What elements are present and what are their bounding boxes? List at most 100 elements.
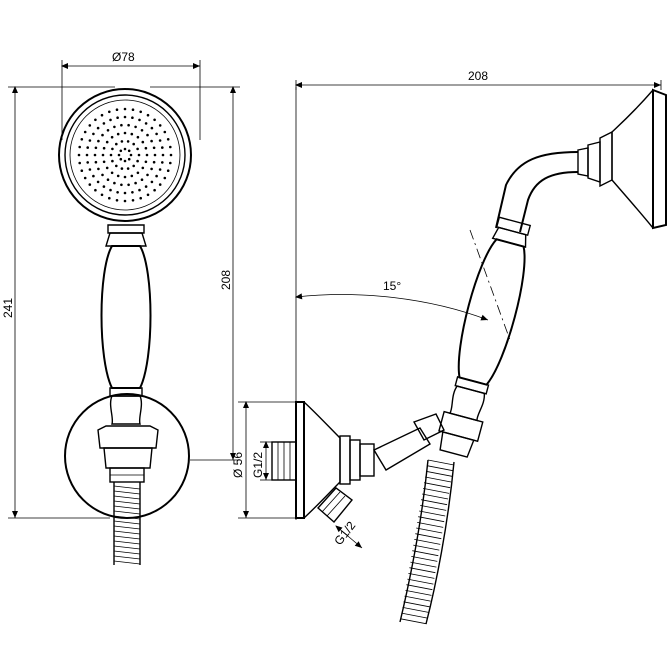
nozzle-dot bbox=[163, 130, 167, 134]
hose-rings bbox=[113, 485, 141, 565]
nozzle-dot bbox=[169, 145, 172, 149]
nozzle-dot bbox=[92, 132, 95, 136]
nozzle-dot bbox=[113, 181, 116, 185]
hose-ring bbox=[425, 470, 453, 477]
dim-outlet-thread: G1/2 bbox=[331, 518, 363, 549]
nozzle-dot bbox=[108, 196, 111, 200]
nozzle-dot bbox=[150, 180, 154, 184]
hose-ring bbox=[402, 607, 429, 613]
nozzle-dot bbox=[78, 145, 81, 149]
nozzle-dot bbox=[123, 147, 127, 151]
outlet-thread-label: G1/2 bbox=[331, 518, 358, 547]
nozzle-dot bbox=[108, 110, 111, 114]
nozzle-dot bbox=[102, 122, 106, 125]
nozzle-dot bbox=[105, 140, 109, 144]
nozzle-dot bbox=[115, 108, 119, 111]
nozzle-dot bbox=[80, 138, 84, 141]
nozzle-dot bbox=[88, 139, 92, 142]
handle-height-label: 208 bbox=[219, 270, 233, 290]
nozzle-dot bbox=[96, 126, 100, 130]
hose-ring bbox=[422, 493, 449, 500]
hose-ring bbox=[113, 515, 141, 520]
nozzle-dot bbox=[97, 167, 100, 171]
nozzle-dot bbox=[102, 146, 106, 150]
nozzle-dot bbox=[161, 146, 164, 149]
nozzle-dot bbox=[134, 181, 137, 185]
nozzle-dot bbox=[123, 115, 127, 119]
nozzle-dot bbox=[92, 174, 95, 178]
nozzle-dot bbox=[129, 153, 133, 157]
dim-overall-depth: 208 bbox=[295, 69, 662, 90]
hose-ring bbox=[403, 601, 430, 608]
hose-ring bbox=[113, 505, 141, 510]
nozzle-dot bbox=[139, 196, 142, 200]
hose-ring bbox=[113, 540, 141, 545]
nozzle-dot bbox=[141, 140, 145, 144]
nozzle-dot bbox=[120, 123, 123, 127]
nozzle-dot bbox=[97, 139, 100, 143]
spray-nozzles bbox=[77, 107, 173, 203]
hose-ring bbox=[412, 550, 439, 557]
inlet-thread-label: G1/2 bbox=[251, 452, 265, 478]
nozzle-dot bbox=[126, 140, 130, 143]
nozzle-dot bbox=[136, 171, 140, 175]
nozzle-dot bbox=[116, 116, 119, 119]
nozzle-dot bbox=[169, 161, 172, 165]
nozzle-dot bbox=[146, 173, 149, 177]
nozzle-dot bbox=[106, 129, 110, 132]
nozzle-dot bbox=[127, 157, 131, 161]
nozzle-dot bbox=[136, 147, 139, 151]
hose-ring bbox=[113, 500, 141, 505]
nozzle-dot bbox=[144, 160, 148, 164]
handle-front bbox=[100, 224, 152, 425]
nozzle-dot bbox=[152, 160, 156, 164]
nozzle-dot bbox=[155, 132, 158, 136]
nozzle-dot bbox=[136, 159, 139, 163]
hose-ring bbox=[421, 499, 448, 506]
hose-ring bbox=[113, 530, 141, 535]
hose-ring bbox=[408, 573, 435, 579]
nozzle-dot bbox=[131, 108, 135, 111]
hose-ring bbox=[113, 560, 141, 565]
nozzle-dot bbox=[155, 174, 158, 178]
dim-base-diameter: Ø 56 bbox=[231, 401, 296, 519]
nozzle-dot bbox=[123, 191, 127, 195]
nozzle-dot bbox=[77, 153, 81, 157]
nozzle-dot bbox=[94, 188, 97, 192]
hose-ring bbox=[416, 527, 443, 534]
nozzle-dot bbox=[131, 191, 134, 194]
nozzle-dot bbox=[123, 175, 127, 179]
nozzle-dot bbox=[139, 110, 142, 114]
nozzle-dot bbox=[161, 153, 165, 157]
nozzle-dot bbox=[131, 199, 135, 202]
hose-ring bbox=[113, 545, 141, 550]
nozzle-dot bbox=[150, 139, 153, 143]
nozzle-dot bbox=[94, 160, 98, 164]
nozzle-dot bbox=[130, 132, 134, 136]
nozzle-dot bbox=[158, 139, 162, 142]
dim-head-diameter: Ø78 bbox=[61, 50, 201, 140]
hose-ring bbox=[404, 595, 431, 602]
hose-ring bbox=[414, 539, 441, 545]
hose-ring bbox=[418, 516, 445, 523]
nozzle-dot bbox=[96, 180, 100, 184]
nozzle-dot bbox=[102, 160, 106, 164]
nozzle-dot bbox=[127, 149, 131, 153]
nozzle-dot bbox=[123, 199, 127, 203]
hose-ring bbox=[423, 488, 450, 494]
hose-ring bbox=[419, 510, 446, 517]
nozzle-dot bbox=[116, 132, 120, 136]
nozzle-dot bbox=[115, 164, 118, 168]
nozzle-dot bbox=[144, 185, 148, 188]
hose-ring bbox=[405, 590, 432, 596]
nozzle-dot bbox=[134, 125, 137, 129]
nozzle-dot bbox=[120, 140, 124, 143]
handle-side bbox=[438, 216, 532, 458]
nozzle-dot bbox=[88, 124, 92, 127]
head-diameter-label: Ø78 bbox=[112, 50, 135, 64]
hose-ring bbox=[407, 578, 434, 585]
nozzle-dot bbox=[111, 147, 114, 151]
hose-ring bbox=[401, 612, 428, 619]
hose-ring bbox=[417, 522, 444, 528]
